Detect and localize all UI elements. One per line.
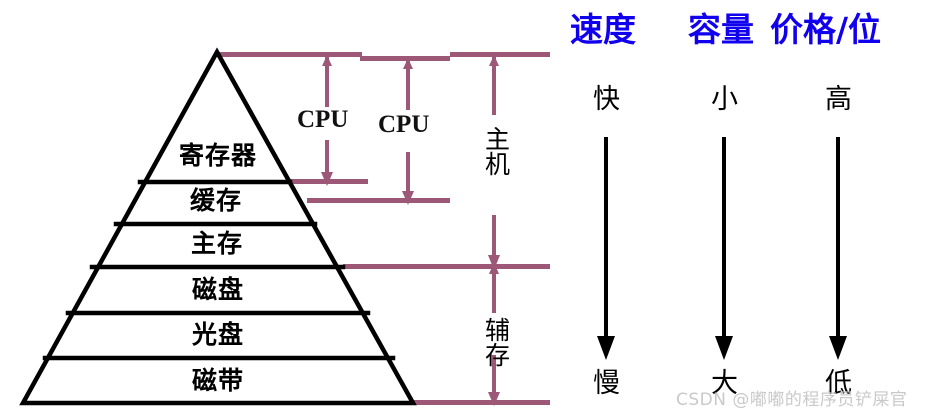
pyramid-tier-label-main-memory: 主存 [190,229,243,258]
bracket-label-cpu-1: CPU [297,106,349,133]
trend-arrow-price [829,137,847,360]
pyramid-tier-label-optical-disc: 光盘 [191,320,244,349]
trend-arrow-speed [597,137,615,360]
pyramid-tier-label-magnetic-tape: 磁带 [191,366,244,395]
csdn-watermark: CSDN @嘟嘟的程序员铲屎官 [676,390,908,410]
bracket-aux-storage [488,262,500,406]
bracket-top-rail-2 [360,56,450,61]
column-top-value-capacity: 小 [711,84,738,115]
column-header-speed: 速度 [570,10,636,49]
bracket-cpu-2 [307,58,450,205]
bracket-middle-rail [343,264,550,269]
column-header-price-per-bit: 价格/位 [770,10,882,49]
bracket-bottom-rail [413,400,550,405]
bracket-label-aux-storage: 辅存 [481,317,511,367]
bracket-cpu-1 [290,55,368,186]
column-bottom-value-speed: 慢 [593,368,620,399]
pyramid-tier-label-register: 寄存器 [178,141,257,170]
column-top-value-speed: 快 [593,84,620,115]
column-bottom-value-capacity: 大 [711,368,738,399]
bracket-label-host: 主机 [481,126,511,176]
pyramid-tier-label-disk: 磁盘 [191,275,244,304]
bracket-label-cpu-2: CPU [378,111,430,138]
column-bottom-value-price: 低 [825,368,852,399]
bracket-top-rail-1 [217,52,362,57]
trend-arrow-capacity [715,137,733,360]
bracket-top-rail-3 [450,52,550,57]
pyramid-outline [19,47,417,406]
pyramid-tier-label-cache: 缓存 [189,186,242,215]
column-top-value-price: 高 [825,84,852,115]
column-header-capacity: 容量 [688,10,754,49]
